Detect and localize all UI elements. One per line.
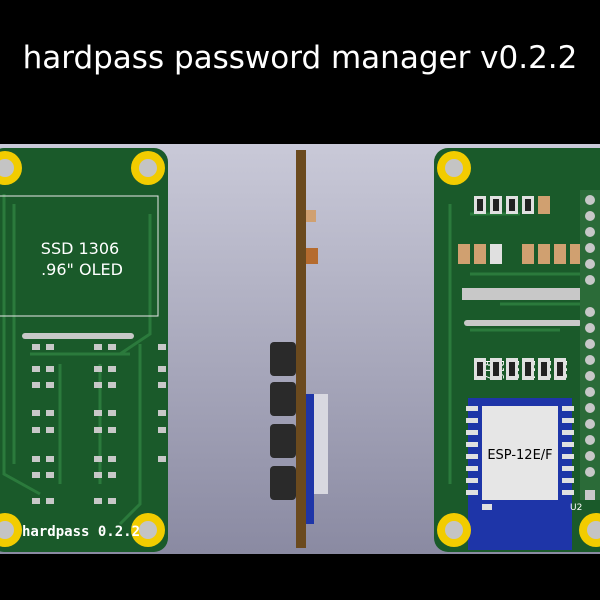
resistor-label: R17	[481, 360, 492, 380]
esp-module-ref: U2	[570, 503, 582, 513]
esp-module-label: ESP-12E/F	[487, 448, 552, 463]
back-resistor-row-bottom	[474, 358, 566, 380]
side-smd-component	[306, 248, 318, 264]
back-mounting-holes	[437, 151, 600, 547]
esp-module-pads	[466, 406, 574, 510]
oled-outline	[0, 195, 159, 317]
back-capacitor-row	[458, 244, 582, 264]
pcb-render-scene: SSD 1306 .96" OLED	[0, 144, 600, 554]
page-title: hardpass password manager v0.2.2	[22, 40, 578, 76]
side-esp-module	[306, 394, 314, 524]
back-resistor-row-top	[474, 196, 550, 214]
front-mounting-holes	[0, 151, 165, 547]
side-view	[270, 150, 328, 548]
back-header-strip	[464, 320, 582, 326]
front-pcb	[0, 148, 168, 552]
front-silkscreen-label: hardpass 0.2.2	[22, 524, 140, 540]
oled-label-line1: SSD 1306	[41, 239, 119, 258]
side-pcb-edge	[296, 150, 306, 548]
front-board: SSD 1306 .96" OLED	[0, 148, 168, 552]
back-board: R17 R16 R15 R14 R13 R12 ESP-12E/F	[434, 148, 600, 552]
header-strip	[22, 333, 134, 339]
side-smd-component	[306, 210, 316, 222]
esp-module-shield	[482, 406, 558, 500]
oled-label-line2: .96" OLED	[41, 260, 123, 279]
back-pin-header	[580, 190, 600, 500]
side-buttons	[270, 342, 296, 500]
back-fine-pitch-pads	[462, 288, 584, 300]
front-button-pads	[32, 344, 166, 504]
